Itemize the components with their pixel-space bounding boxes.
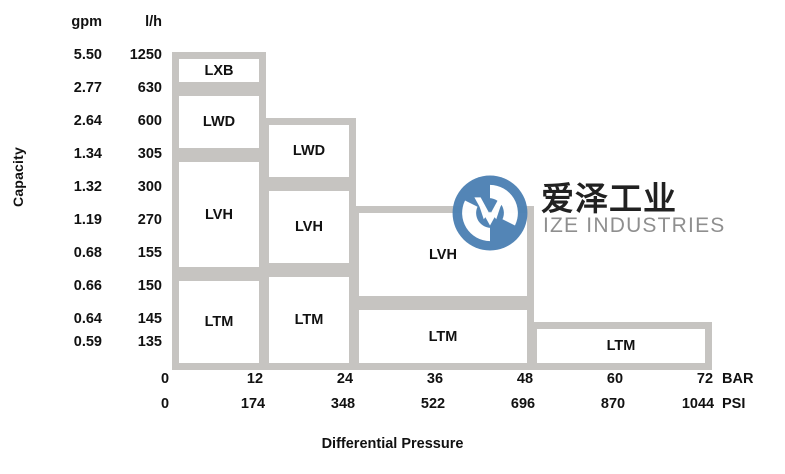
capacity-header-lh: l/h: [145, 14, 162, 30]
capacity-gpm-value: 1.34: [73, 146, 102, 162]
capacity-tick-row: 1.19 270: [58, 210, 163, 230]
capacity-tick-row: 0.64 145: [58, 309, 163, 329]
x-tick-bar: 12: [246, 371, 264, 387]
capacity-header-row: gpm l/h: [58, 12, 163, 32]
capacity-lh-value: 1250: [129, 47, 162, 63]
x-axis-line: [172, 363, 712, 370]
bar-box-lxb-0-12[interactable]: LXB: [172, 52, 266, 89]
x-tick-psi: 696: [510, 396, 536, 412]
capacity-gpm-value: 5.50: [73, 47, 102, 63]
bar-label: LTM: [606, 338, 636, 354]
bar-box-ltm-0-12[interactable]: LTM: [172, 274, 266, 370]
bar-box-lwd-12-24[interactable]: LWD: [262, 118, 356, 184]
capacity-gpm-value: 2.64: [73, 113, 102, 129]
bar-box-lvh-12-24[interactable]: LVH: [262, 184, 356, 270]
bar-box-ltm-12-24[interactable]: LTM: [262, 270, 356, 370]
capacity-lh-value: 305: [137, 146, 162, 162]
capacity-tick-row: 0.59 135: [58, 332, 163, 352]
x-tick-psi: 870: [600, 396, 626, 412]
capacity-gpm-value: 0.59: [73, 334, 102, 350]
capacity-gpm-value: 0.66: [73, 278, 102, 294]
capacity-gpm-value: 1.19: [73, 212, 102, 228]
capacity-lh-value: 600: [137, 113, 162, 129]
capacity-tick-row: 0.66 150: [58, 276, 163, 296]
x-tick-bar: 24: [336, 371, 354, 387]
bar-box-lwd-0-12[interactable]: LWD: [172, 89, 266, 155]
x-tick-bar: 36: [426, 371, 444, 387]
bar-box-lvh-24-48[interactable]: LVH: [352, 206, 534, 303]
bar-label: LVH: [295, 219, 323, 235]
bar-label: LVH: [205, 206, 233, 223]
capacity-header-gpm: gpm: [71, 14, 102, 30]
bar-label: LWD: [202, 114, 236, 130]
x-axis-title: Differential Pressure: [321, 436, 464, 452]
bar-label: LVH: [429, 246, 457, 263]
capacity-lh-value: 135: [137, 334, 162, 350]
capacity-gpm-value: 1.32: [73, 179, 102, 195]
capacity-lh-value: 270: [137, 212, 162, 228]
bar-box-ltm-24-48[interactable]: LTM: [352, 303, 534, 370]
bar-box-lvh-0-12[interactable]: LVH: [172, 155, 266, 274]
x-tick-bar: 60: [606, 371, 624, 387]
bar-label: LTM: [428, 328, 458, 345]
x-tick-bar: 48: [516, 371, 534, 387]
capacity-tick-row: 2.77 630: [58, 78, 163, 98]
x-tick-psi: 174: [240, 396, 266, 412]
x-axis-unit-bar: BAR: [722, 371, 754, 387]
capacity-tick-row: 5.50 1250: [58, 45, 163, 65]
x-tick-psi: 1044: [681, 396, 715, 412]
x-axis-unit-psi: PSI: [722, 396, 746, 412]
bar-label: LTM: [204, 314, 234, 330]
capacity-tick-row: 1.34 305: [58, 144, 163, 164]
capacity-tick-row: 2.64 600: [58, 111, 163, 131]
capacity-gpm-value: 0.68: [73, 245, 102, 261]
x-tick-bar: 0: [160, 371, 170, 387]
bar-label: LWD: [292, 143, 326, 159]
x-tick-bar: 72: [696, 371, 714, 387]
capacity-gpm-value: 2.77: [73, 80, 102, 96]
capacity-gpm-value: 0.64: [73, 311, 102, 327]
x-tick-psi: 0: [160, 396, 170, 412]
bar-label: LTM: [294, 312, 324, 328]
x-tick-psi: 348: [330, 396, 356, 412]
capacity-lh-value: 300: [137, 179, 162, 195]
capacity-lh-value: 630: [137, 80, 162, 96]
bar-label: LXB: [204, 62, 234, 79]
capacity-lh-value: 155: [137, 245, 162, 261]
x-tick-psi: 522: [420, 396, 446, 412]
capacity-tick-row: 0.68 155: [58, 243, 163, 263]
capacity-lh-value: 145: [137, 311, 162, 327]
capacity-tick-row: 1.32 300: [58, 177, 163, 197]
capacity-lh-value: 150: [137, 278, 162, 294]
